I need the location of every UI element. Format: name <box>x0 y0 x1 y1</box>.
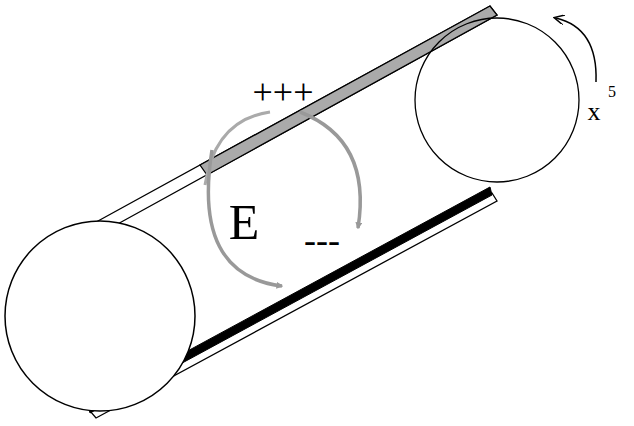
near-end-circle <box>5 221 195 411</box>
section-arc <box>205 112 270 185</box>
coordinate-label: x <box>587 99 602 125</box>
charge-sign: +++ <box>252 74 315 110</box>
field-arrow <box>208 150 282 286</box>
field-label: E <box>228 197 261 247</box>
field-arrow <box>300 112 360 228</box>
rotation-arrow <box>556 18 596 82</box>
far-end-circle <box>415 18 579 182</box>
top-stripe <box>98 6 497 231</box>
charge-sign: --- <box>303 222 341 258</box>
coordinate-index: 5 <box>607 84 617 100</box>
